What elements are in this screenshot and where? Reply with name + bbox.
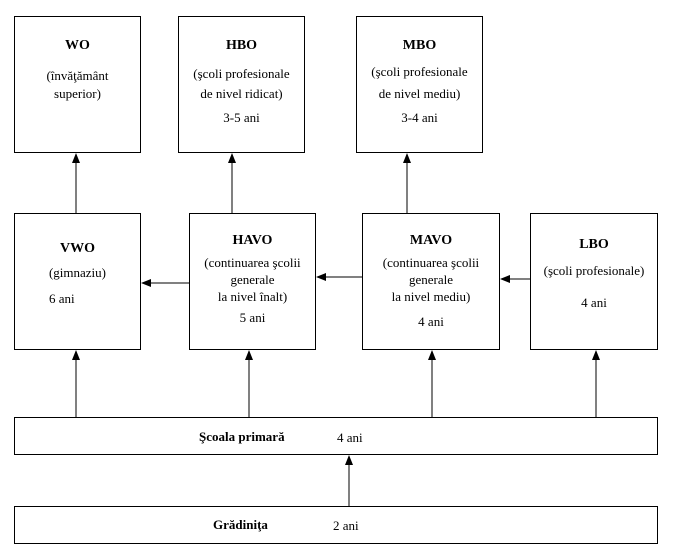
havo-desc-3: la nivel înalt)	[217, 289, 288, 304]
vwo-desc-1: (gimnaziu)	[48, 265, 107, 280]
lbo-title: LBO	[579, 237, 609, 252]
box-hbo: HBO (şcoli profesionale de nivel ridicat…	[178, 16, 305, 153]
kindergarten-title: Grădiniţa	[213, 517, 268, 532]
havo-desc-2: generale	[230, 272, 275, 287]
mavo-title: MAVO	[409, 233, 453, 248]
primary-title: Şcoala primară	[199, 429, 285, 444]
wo-desc-1: (învăţământ	[46, 68, 109, 83]
hbo-desc-2: de nivel ridicat)	[200, 86, 283, 101]
primary-duration: 4 ani	[337, 430, 363, 445]
box-primary: Şcoala primară 4 ani	[14, 417, 658, 455]
box-havo: HAVO (continuarea şcolii generale la niv…	[189, 213, 316, 350]
kindergarten-duration: 2 ani	[333, 518, 359, 533]
hbo-desc-1: (şcoli profesionale	[193, 66, 290, 81]
wo-desc-2: superior)	[54, 86, 101, 101]
havo-duration: 5 ani	[239, 310, 266, 325]
mavo-desc-3: la nivel mediu)	[391, 289, 471, 304]
box-mbo: MBO (şcoli profesionale de nivel mediu) …	[356, 16, 483, 153]
mbo-desc-1: (şcoli profesionale	[371, 64, 468, 79]
lbo-duration: 4 ani	[581, 295, 607, 310]
vwo-title: VWO	[60, 241, 95, 256]
lbo-desc-1: (şcoli profesionale)	[543, 263, 645, 278]
mbo-title: MBO	[402, 38, 437, 53]
box-kindergarten: Grădiniţa 2 ani	[14, 506, 658, 544]
box-vwo: VWO (gimnaziu) 6 ani	[14, 213, 141, 350]
vwo-duration: 6 ani	[49, 291, 75, 306]
havo-desc-1: (continuarea şcolii	[204, 255, 301, 270]
box-lbo: LBO (şcoli profesionale) 4 ani	[530, 213, 658, 350]
mavo-desc-1: (continuarea şcolii	[382, 255, 480, 270]
hbo-title: HBO	[225, 38, 258, 53]
wo-title: WO	[65, 38, 90, 53]
havo-title: HAVO	[232, 233, 273, 248]
mavo-duration: 4 ani	[418, 314, 444, 329]
mbo-desc-2: de nivel mediu)	[378, 86, 461, 101]
mbo-duration: 3-4 ani	[401, 110, 438, 125]
hbo-duration: 3-5 ani	[223, 110, 260, 125]
box-mavo: MAVO (continuarea şcolii generale la niv…	[362, 213, 500, 350]
mavo-desc-2: generale	[408, 272, 454, 287]
box-wo: WO (învăţământ superior)	[14, 16, 141, 153]
